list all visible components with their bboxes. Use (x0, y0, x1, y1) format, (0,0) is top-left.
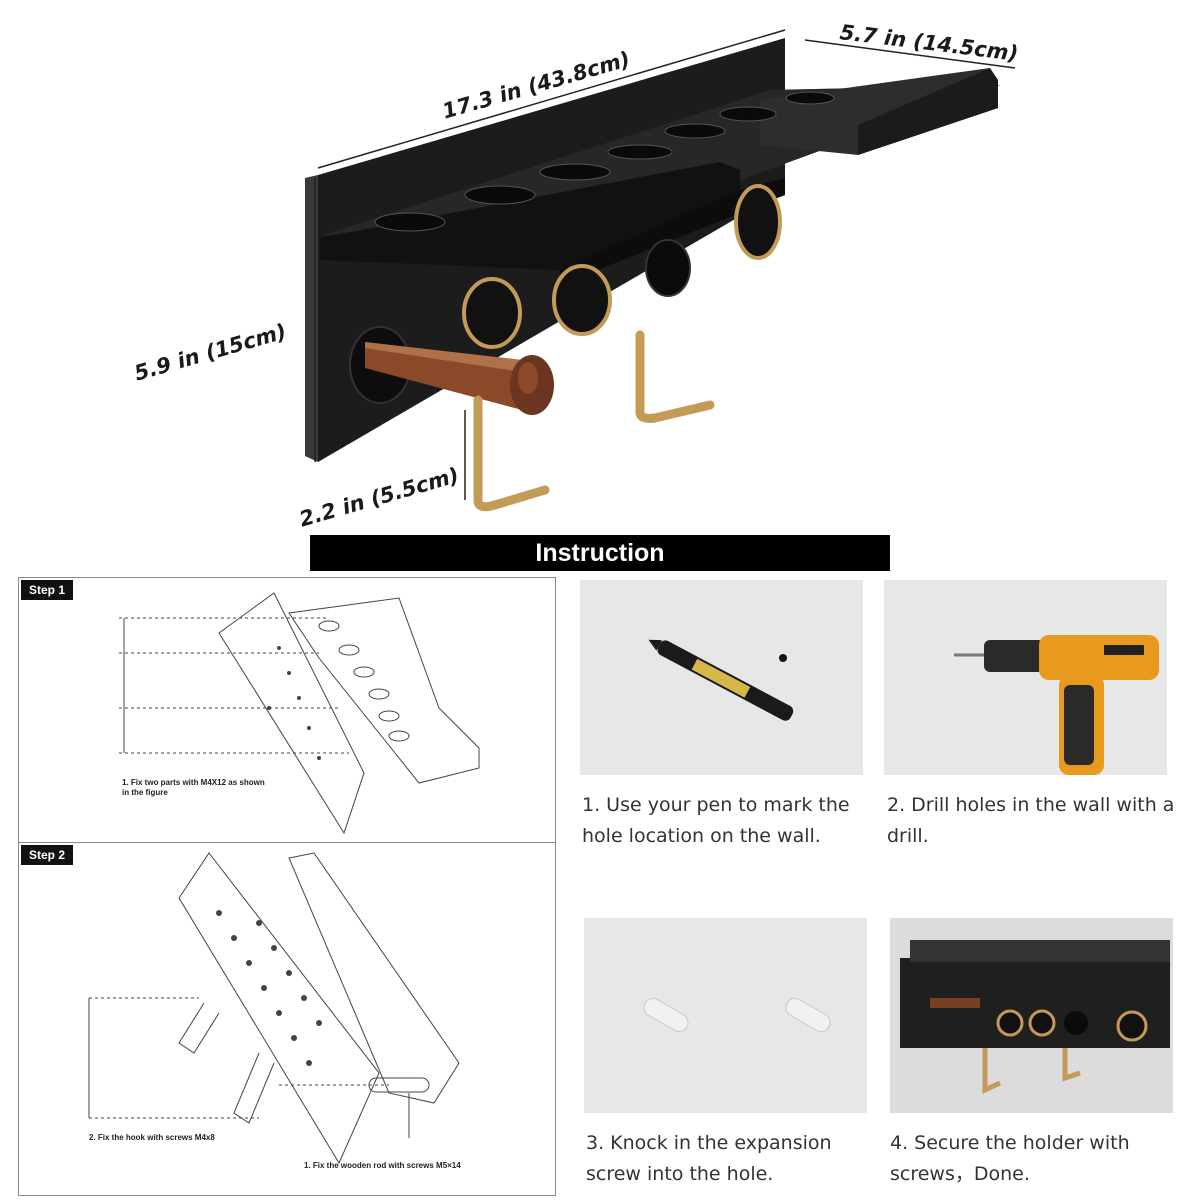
step2-panel: Step 2 2. Fix the hook with screws M4x8 … (18, 842, 556, 1196)
step2-hook-note: 2. Fix the hook with screws M4x8 (89, 1133, 215, 1142)
caption-step-2: 2. Drill holes in the wall with a drill. (887, 794, 1175, 847)
right-tray (760, 68, 998, 155)
photo-mark-with-pen (580, 580, 863, 775)
caption-step-1: 1. Use your pen to mark the hole locatio… (582, 794, 850, 847)
front-lip (320, 162, 740, 270)
mark-dot (779, 654, 787, 662)
step2-badge: Step 2 (21, 845, 74, 865)
brass-hooks (473, 330, 715, 512)
marker-pen-icon (648, 639, 794, 721)
mounted-holder-icon (900, 940, 1170, 1094)
brass-ring-holes (462, 184, 782, 349)
photo-drill-holes (884, 580, 1167, 775)
length-dim-line (317, 29, 786, 169)
step2-diagram (88, 852, 460, 1165)
caption-step-3: 3. Knock in the expansion screw into the… (586, 1132, 832, 1185)
step1-note: 1. Fix two parts with M4X12 as shown in … (122, 778, 265, 797)
step1-panel: Step 1 1. Fix two parts with M4X12 as sh… (18, 577, 556, 844)
caption-step-4: 4. Secure the holder with screws，Done. (890, 1132, 1130, 1185)
photo-mounted-holder (890, 918, 1173, 1113)
step1-diagram (119, 592, 480, 835)
photo-expansion-screw (584, 918, 867, 1113)
shelf-holes (374, 91, 835, 232)
step2-rod-note: 1. Fix the wooden rod with screws M5×14 (304, 1161, 461, 1170)
step1-badge: Step 1 (21, 580, 74, 600)
product-illustration (305, 29, 1016, 512)
wooden-rod (365, 342, 554, 415)
depth-dim-line (804, 39, 1016, 69)
power-drill-icon (954, 635, 1159, 775)
wall-anchor-icon (643, 998, 831, 1032)
instruction-banner: Instruction (310, 535, 890, 571)
